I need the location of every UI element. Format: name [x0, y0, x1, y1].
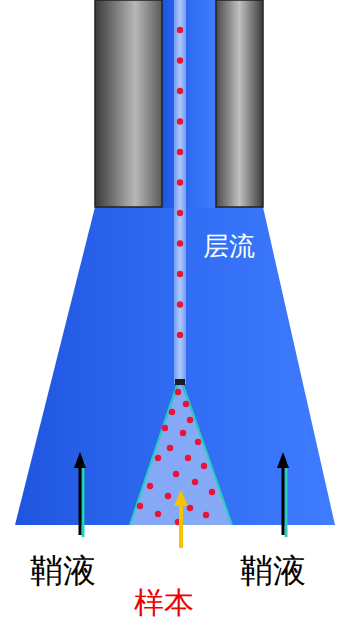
- cell-dot: [177, 210, 183, 216]
- cell-dot: [137, 503, 143, 509]
- nozzle-wall: [95, 0, 162, 207]
- cell-dot: [203, 512, 209, 518]
- sheath-arrow: [74, 452, 86, 537]
- flow-label: 层流: [203, 232, 255, 261]
- cell-dot: [177, 271, 183, 277]
- cell-dot: [183, 401, 189, 407]
- cell-dot: [177, 179, 183, 185]
- cell-dot: [147, 483, 153, 489]
- cell-dot: [167, 445, 173, 451]
- cell-dot: [185, 455, 191, 461]
- cell-dots: [137, 27, 215, 525]
- cell-dot: [169, 409, 175, 415]
- sample-cone: [130, 380, 232, 525]
- cell-dot: [201, 463, 207, 469]
- flow-channel: [162, 0, 216, 208]
- cell-dot: [180, 430, 186, 436]
- cell-dot: [195, 439, 201, 445]
- nozzle-wall: [216, 0, 263, 207]
- cell-dot: [177, 118, 183, 124]
- cell-dot: [177, 149, 183, 155]
- cell-dot: [177, 332, 183, 338]
- sheath-label: 鞘液: [240, 553, 306, 589]
- cell-dot: [192, 479, 198, 485]
- sheath-label: 鞘液: [30, 553, 96, 589]
- cell-dot: [155, 455, 161, 461]
- sample-cone-edge: [130, 382, 232, 525]
- cell-dot: [187, 417, 193, 423]
- cell-dot: [165, 493, 171, 499]
- cell-dot: [177, 301, 183, 307]
- sheath-arrow: [277, 452, 289, 537]
- cell-dot: [173, 471, 179, 477]
- injector-tip: [175, 379, 185, 385]
- cell-dot: [162, 425, 168, 431]
- cell-dot: [155, 511, 161, 517]
- cell-dot: [175, 389, 181, 395]
- cell-dot: [177, 27, 183, 33]
- cell-dot: [177, 240, 183, 246]
- sample-label: 样本: [134, 586, 194, 619]
- cell-dot: [177, 57, 183, 63]
- sample-arrow: [174, 490, 188, 548]
- sample-stream: [174, 0, 186, 384]
- cell-dot: [177, 88, 183, 94]
- cell-dot: [209, 489, 215, 495]
